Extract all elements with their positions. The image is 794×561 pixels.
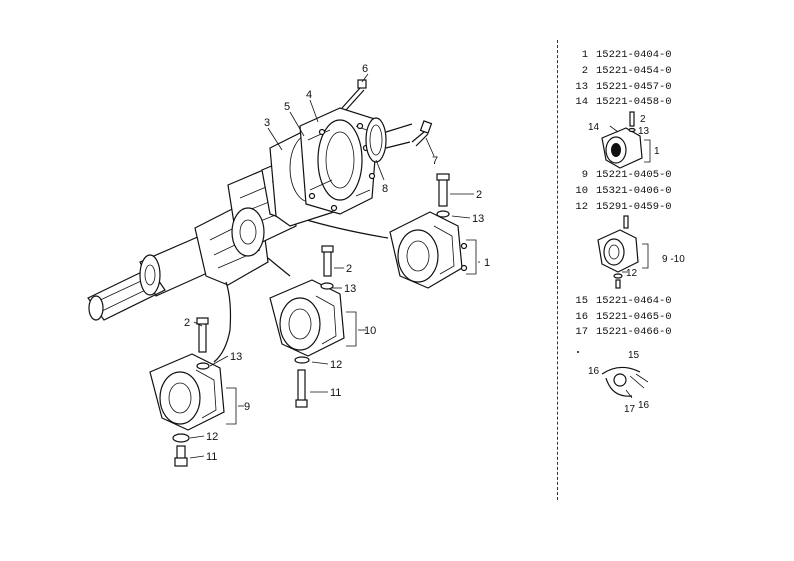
mini-assembly-15-17 bbox=[577, 351, 649, 399]
callout-13-mount9: 13 bbox=[230, 351, 242, 363]
leader-line bbox=[299, 217, 389, 239]
parts-list-row: 13 15221-0457-0 bbox=[566, 80, 686, 94]
callout-2-mount9: 2 bbox=[184, 317, 190, 329]
mini-assembly-9-10 bbox=[597, 215, 649, 289]
parts-list-row: 2 15221-0454-0 bbox=[566, 64, 686, 78]
part-number: 15221-0404-0 bbox=[596, 49, 672, 61]
callout-9: 9 bbox=[244, 401, 250, 413]
part-number: 15221-0465-0 bbox=[596, 311, 672, 323]
parts-list-row: 1 15221-0404-0 bbox=[566, 48, 686, 62]
mini-callout-17: 17 bbox=[624, 404, 636, 415]
item-number: 10 bbox=[575, 185, 588, 197]
mini-callout-13: 13 bbox=[638, 126, 650, 137]
mini-callout-16-right: 16 bbox=[638, 400, 650, 411]
item-number: 12 bbox=[575, 201, 588, 213]
callout-11-mount10: 11 bbox=[330, 387, 341, 399]
bolt-6 bbox=[341, 79, 367, 111]
callout-2-mount1: 2 bbox=[476, 189, 482, 201]
parts-list-row: 9 15221-0405-0 bbox=[566, 168, 686, 182]
item-number: 16 bbox=[575, 311, 588, 323]
engine-mount-1 bbox=[389, 173, 477, 289]
part-number: 15221-0464-0 bbox=[596, 295, 672, 307]
part-number: 15291-0459-0 bbox=[596, 201, 672, 213]
callout-13-mount10: 13 bbox=[344, 283, 356, 295]
mini-callout-9-10: 9 -10 bbox=[662, 254, 685, 265]
item-number: 15 bbox=[575, 295, 588, 307]
callout-2-mount10: 2 bbox=[346, 263, 352, 275]
callout-leaders bbox=[189, 73, 480, 459]
part-number: 15221-0466-0 bbox=[596, 326, 672, 338]
mini-assembly-1 bbox=[601, 111, 651, 169]
callout-8: 8 bbox=[382, 183, 388, 195]
parts-list-row: 16 15221-0465-0 bbox=[566, 310, 686, 324]
mini-callout-12: 12 bbox=[626, 268, 638, 279]
parts-list-row: 14 15221-0458-0 bbox=[566, 95, 686, 109]
mini-callout-1: 1 bbox=[654, 146, 660, 157]
mini-callout-14: 14 bbox=[588, 122, 600, 133]
part-number: 15221-0458-0 bbox=[596, 96, 672, 108]
parts-list-row: 17 15221-0466-0 bbox=[566, 325, 686, 339]
callout-4: 4 bbox=[306, 89, 312, 101]
parts-list-row: 12 15291-0459-0 bbox=[566, 200, 686, 214]
mini-callout-15: 15 bbox=[628, 350, 640, 361]
callout-1: 1 bbox=[484, 257, 490, 269]
callout-11-mount9: 11 bbox=[206, 451, 217, 463]
bolt-7 bbox=[411, 120, 433, 147]
callout-3: 3 bbox=[264, 117, 270, 129]
part-number: 15321-0406-0 bbox=[596, 185, 672, 197]
parts-list-row: 10 15321-0406-0 bbox=[566, 184, 686, 198]
callout-12-mount9: 12 bbox=[206, 431, 218, 443]
parts-list-row: 15 15221-0464-0 bbox=[566, 294, 686, 308]
item-number: 1 bbox=[581, 49, 588, 61]
engine-mount-9 bbox=[149, 317, 237, 467]
callout-12-mount10: 12 bbox=[330, 359, 342, 371]
item-number: 17 bbox=[575, 326, 588, 338]
callout-5: 5 bbox=[284, 101, 290, 113]
callout-13-mount1: 13 bbox=[472, 213, 484, 225]
part-number: 15221-0405-0 bbox=[596, 169, 672, 181]
callout-6: 6 bbox=[362, 63, 368, 75]
flywheel-housing bbox=[269, 107, 413, 227]
callout-10: 10 bbox=[364, 325, 376, 337]
part-number: 15221-0454-0 bbox=[596, 65, 672, 77]
callout-7: 7 bbox=[432, 155, 438, 167]
item-number: 14 bbox=[575, 96, 588, 108]
leader-line bbox=[267, 257, 291, 277]
mini-callout-2: 2 bbox=[640, 114, 646, 125]
mini-callout-16-left: 16 bbox=[588, 366, 600, 377]
item-number: 13 bbox=[575, 81, 588, 93]
item-number: 9 bbox=[581, 169, 588, 181]
engine-mount-10 bbox=[269, 245, 357, 408]
panel-divider bbox=[557, 40, 558, 500]
part-number: 15221-0457-0 bbox=[596, 81, 672, 93]
leader-line bbox=[213, 281, 232, 363]
item-number: 2 bbox=[581, 65, 588, 77]
